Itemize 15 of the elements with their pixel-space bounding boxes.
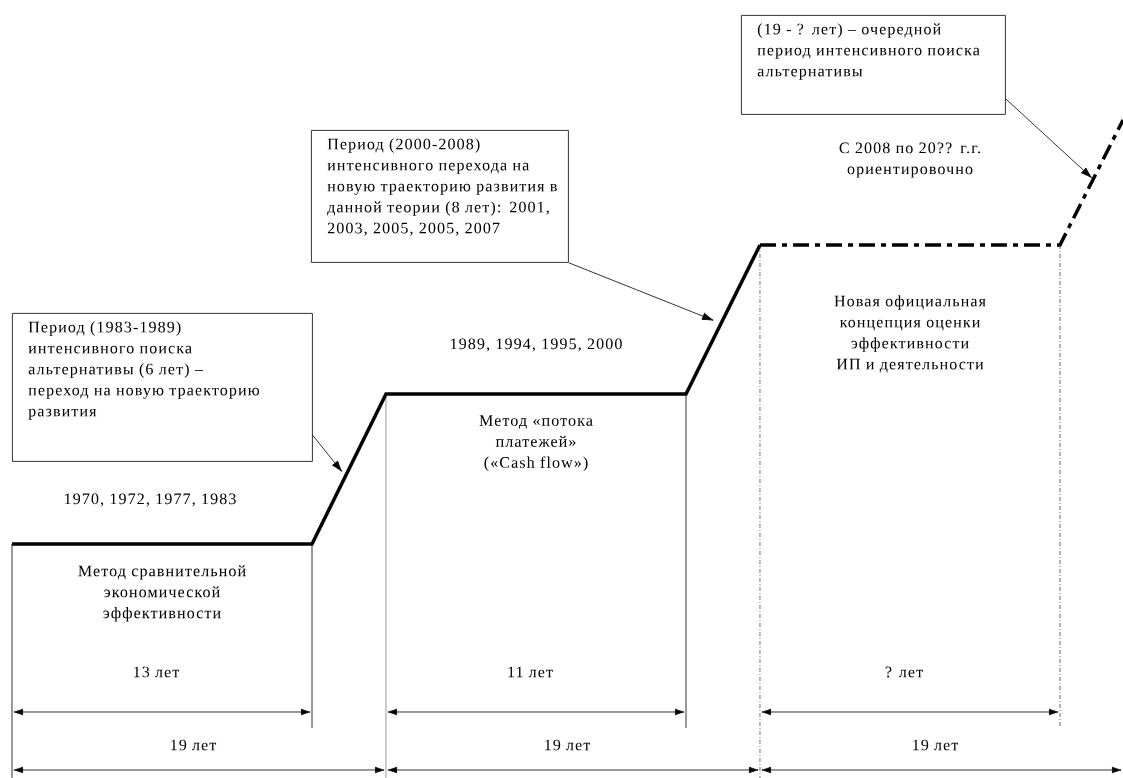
period-years: 1989, 1994, 1995, 2000 [451, 338, 622, 352]
dimension-label: 19 лет [913, 739, 959, 751]
dimension-label: 19 лет [545, 739, 591, 751]
dimension-label: 11 лет [508, 666, 553, 678]
dimension-label: 13 лет [134, 666, 180, 678]
leader-line [1005, 98, 1092, 179]
dimension-label: ? лет [885, 666, 923, 678]
callout-box: (19 - ? лет) – очередной период интенсивного поиска альтернативы [741, 15, 1006, 115]
period-years: С 2008 по 20?? г.г. ориентировочно [839, 142, 981, 178]
leader-line [568, 262, 714, 321]
callout-box: Период (1983-1989) интенсивного поиска альтернативы (6 лет) – переход на новую траекторию развития [12, 313, 313, 462]
leader-line [312, 435, 343, 472]
dimension-label: 19 лет [171, 739, 217, 751]
callout-box: Период (2000-2008) интенсивного перехода на новую траекторию развития в данной теории (8 лет): 2001, 2003, 2005, 2005, 2007 [311, 130, 569, 263]
period-years: 1970, 1972, 1977, 1983 [65, 493, 236, 507]
